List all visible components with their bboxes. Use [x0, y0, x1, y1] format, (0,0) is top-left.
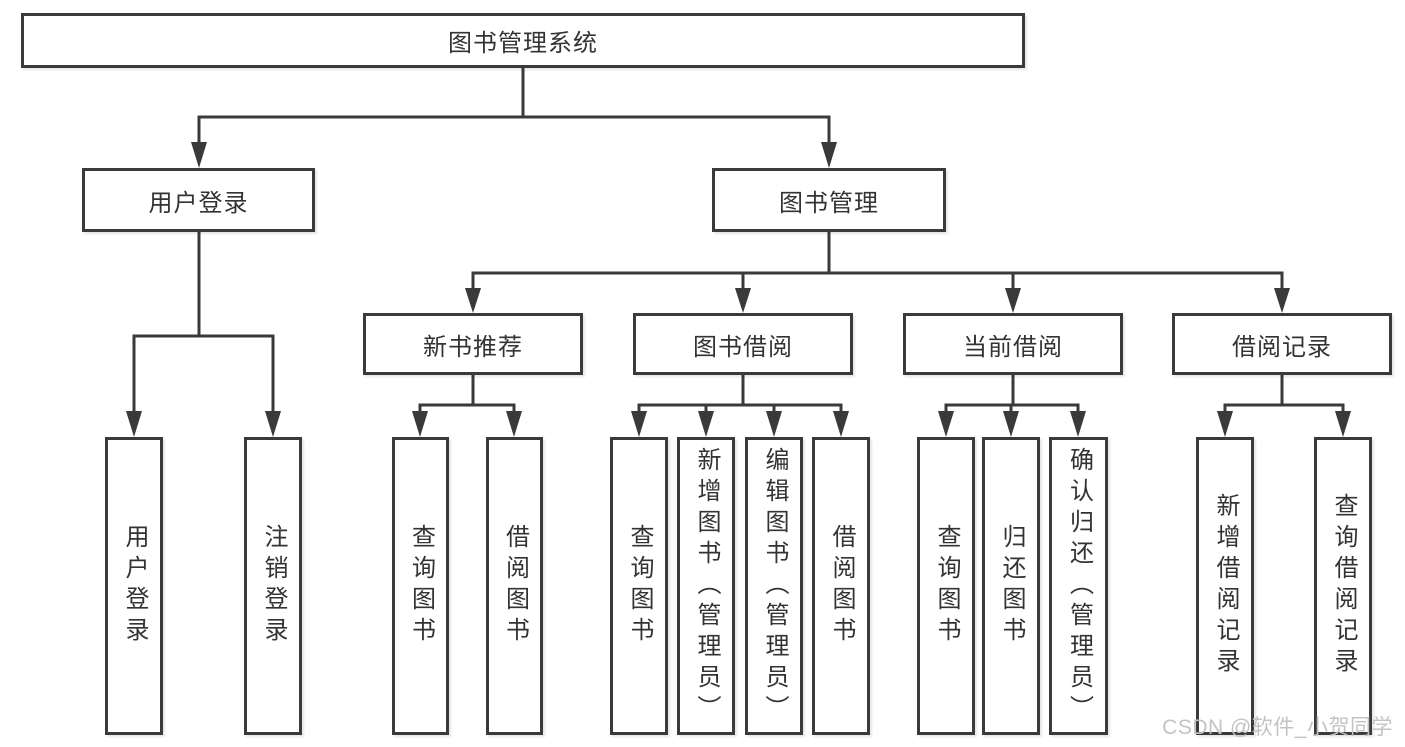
leaf-records-query-borrow-record: 查询借阅记录 — [1314, 437, 1372, 735]
leaf-newbook-query-books: 查询图书 — [392, 437, 449, 735]
connector-user-login-children-arrowheads — [126, 411, 281, 437]
connector-bookborrow-children-arrowheads — [631, 411, 849, 437]
connector-book-mgmt-children-arrowheads — [465, 288, 1290, 313]
connector-records-children-arrowheads — [1217, 411, 1351, 437]
leaf-borrowing-query-books: 查询图书 — [610, 437, 668, 735]
node-user-login-branch: 用户登录 — [82, 168, 315, 232]
leaf-borrowing-borrow-books: 借阅图书 — [812, 437, 870, 735]
leaf-borrowing-edit-books-admin: 编辑图书（管理员） — [745, 437, 803, 735]
leaf-current-query-books: 查询图书 — [917, 437, 975, 735]
connector-newbook-children-arrowheads — [412, 411, 522, 437]
connector-currentborrow-children — [944, 375, 1080, 415]
connector-book-mgmt-children — [471, 232, 1284, 291]
node-current-borrowing: 当前借阅 — [903, 313, 1123, 375]
leaf-newbook-borrow-books: 借阅图书 — [486, 437, 543, 735]
leaf-current-confirm-return-admin: 确认归还（管理员） — [1049, 437, 1108, 735]
watermark: CSDN @软件_小贺同学 — [1162, 716, 1393, 739]
leaf-records-add-borrow-record: 新增借阅记录 — [1196, 437, 1254, 735]
connector-bookborrow-children — [637, 375, 843, 415]
leaf-borrowing-add-books-admin: 新增图书（管理员） — [677, 437, 735, 735]
connector-root-to-branches-arrowheads — [191, 142, 837, 168]
connector-newbook-children — [418, 375, 516, 415]
leaf-user-login: 用户登录 — [105, 437, 163, 735]
leaf-current-return-books: 归还图书 — [982, 437, 1040, 735]
node-book-borrowing: 图书借阅 — [633, 313, 853, 375]
connector-user-login-children — [132, 232, 275, 415]
leaf-logout: 注销登录 — [244, 437, 302, 735]
node-book-management-branch: 图书管理 — [712, 168, 946, 232]
connector-currentborrow-children-arrowheads — [938, 411, 1086, 437]
connector-root-to-branches — [197, 68, 831, 146]
connector-records-children — [1223, 375, 1345, 415]
node-new-book-recommend: 新书推荐 — [363, 313, 583, 375]
node-system-root: 图书管理系统 — [21, 13, 1025, 68]
node-borrow-records: 借阅记录 — [1172, 313, 1392, 375]
